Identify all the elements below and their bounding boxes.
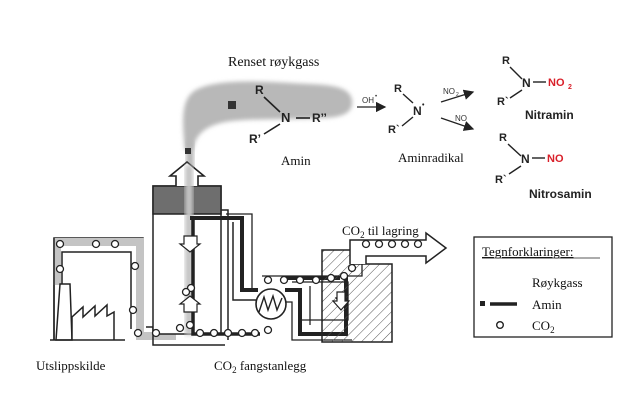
- amine-marker-icon: [480, 301, 485, 306]
- capture-plant-label-prefix: CO: [214, 358, 232, 373]
- legend-item-co2: CO2: [496, 318, 555, 335]
- no2-reagent-sub: 2: [456, 92, 459, 98]
- up-arrow-icon: [178, 295, 202, 313]
- nitrosamine-group-label: NO: [547, 153, 564, 165]
- legend-item-flue-gas: Røykgass: [482, 275, 583, 290]
- nitramine-r-prime-label: R`: [497, 96, 509, 108]
- nitramine-r-label: R: [502, 55, 510, 67]
- heat-exchanger-zigzag-icon: [258, 293, 283, 313]
- cleaned-flue-gas-label: Renset røykgass: [228, 55, 319, 70]
- legend-label: Røykgass: [532, 275, 583, 290]
- amine-r-label: R: [255, 83, 264, 97]
- legend-label-sub: 2: [550, 325, 555, 335]
- nitramine-group-label: NO: [548, 77, 565, 89]
- chimney-icon: [55, 283, 73, 341]
- nitramine-group-sub: 2: [568, 84, 572, 91]
- amine-n-label: N: [281, 110, 290, 125]
- amine-label: Amin: [281, 153, 311, 168]
- flue-gas-cloud: [183, 81, 353, 180]
- co2-circle-icon: [496, 321, 505, 330]
- radical-r-prime-label: R`: [388, 124, 400, 136]
- arrow-icon: [440, 117, 475, 131]
- legend-title: Tegnforklaringer:: [482, 244, 574, 259]
- heat-exchanger: [255, 288, 287, 320]
- radical-r-label: R: [394, 83, 402, 95]
- amine-structure: R N R’’ R’: [249, 83, 327, 146]
- legend-label: CO2: [532, 318, 555, 335]
- amine-droplet-marker: [185, 148, 191, 154]
- co2-storage-arrow: [349, 231, 448, 265]
- down-arrow-icon: [178, 235, 202, 253]
- nitrosamine-r-label: R: [499, 132, 507, 144]
- no2-reaction-arrow: NO 2: [440, 87, 475, 103]
- no-reaction-arrow: NO: [440, 114, 475, 131]
- capture-plant-label-sub: 2: [232, 365, 237, 375]
- nitramine-structure: R N NO 2 R`: [497, 55, 572, 108]
- legend-label-text: CO: [532, 318, 550, 333]
- storage-arrow-icon: [349, 231, 448, 265]
- nitrosamine-label: Nitrosamin: [529, 187, 592, 201]
- amine-radical-structure: R N • R`: [388, 83, 425, 136]
- co2-storage-label-prefix: CO: [342, 223, 360, 238]
- emission-source-label: Utslippskilde: [36, 358, 106, 373]
- legend-label: Amin: [532, 297, 562, 312]
- nitrosamine-structure: R N NO R`: [495, 132, 564, 186]
- co2-bubbles-absorber: [133, 283, 273, 338]
- amine-r-double-prime-label: R’’: [312, 111, 327, 125]
- arrow-icon: [440, 89, 475, 103]
- oh-label: OH: [362, 96, 374, 105]
- no2-reagent-label: NO: [443, 87, 455, 96]
- nitramine-label: Nitramin: [525, 108, 574, 122]
- oh-dot: •: [375, 94, 377, 100]
- capture-plant-label: CO2 fangstanlegg: [214, 358, 307, 375]
- amine-droplet-marker: [228, 101, 236, 109]
- co2-storage-label: CO2 til lagring: [342, 223, 419, 240]
- no-reagent-label: NO: [455, 114, 467, 123]
- oh-reaction-arrow: OH •: [357, 94, 387, 113]
- amine-radical-label: Aminradikal: [398, 150, 464, 165]
- radical-dot: •: [422, 102, 425, 109]
- co2-storage-label-sub: 2: [360, 230, 365, 240]
- factory-icon: [71, 303, 115, 340]
- legend-box: [473, 236, 613, 338]
- legend: Tegnforklaringer: Røykgass Amin CO2: [473, 236, 613, 338]
- nitrosamine-n-label: N: [521, 152, 530, 166]
- co2-storage-label-suffix: til lagring: [365, 223, 420, 238]
- capture-plant-label-suffix: fangstanlegg: [237, 358, 307, 373]
- legend-item-amine: Amin: [480, 297, 562, 312]
- nitrosamine-r-prime-label: R`: [495, 174, 507, 186]
- radical-n-label: N: [413, 104, 422, 118]
- amine-r-prime-label: R’: [249, 132, 261, 146]
- nitramine-n-label: N: [522, 76, 531, 90]
